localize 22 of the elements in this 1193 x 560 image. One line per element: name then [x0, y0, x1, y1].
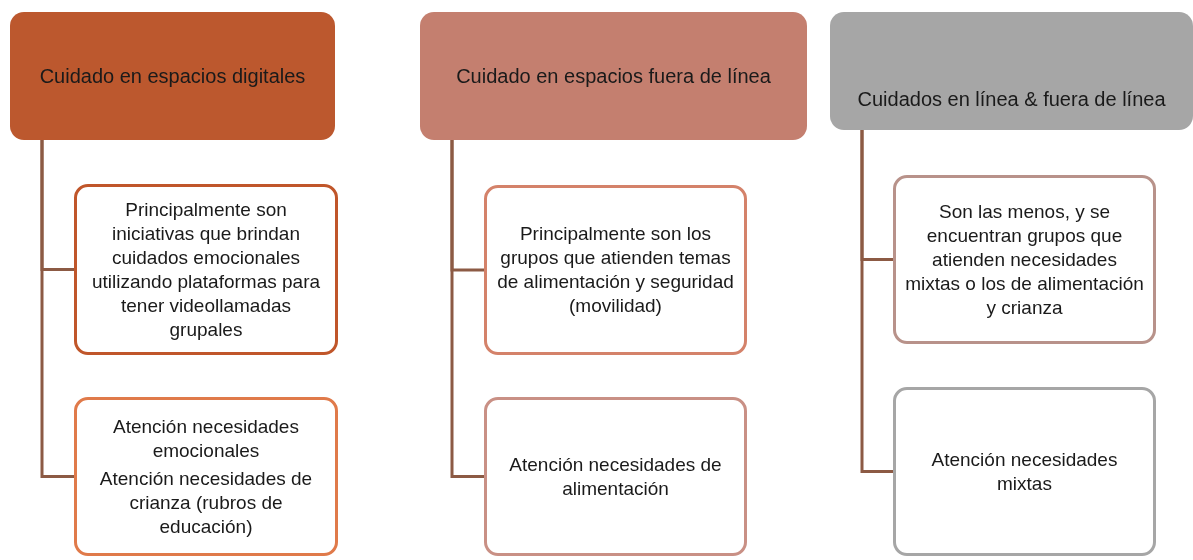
- category-header-box: [830, 12, 1193, 130]
- category-header-box: [10, 12, 335, 140]
- description-text: Atención necesidades emocionales: [112, 414, 300, 463]
- connector-line: [450, 140, 484, 478]
- header-text: Cuidado en espacios digitales: [38, 64, 307, 89]
- description-text: Son las menos, y se encuentran grupos que atienden necesidades mixtas o los de alimentación y crianza: [904, 199, 1145, 320]
- description-text: Atención necesidades de alimentación: [508, 452, 723, 501]
- connector-line: [860, 130, 893, 473]
- description-text: Principalmente son iniciativas que brindan cuidados emocionales utilizando plataformas para tener videollamadas grupales: [90, 197, 322, 342]
- header-text: Cuidados en línea & fuera de línea: [856, 87, 1167, 112]
- connector-line: [40, 140, 74, 478]
- description-box: [893, 387, 1156, 556]
- category-header-box: [420, 12, 807, 140]
- description-box: [74, 184, 338, 355]
- description-box: [484, 397, 747, 556]
- description-box: [484, 185, 747, 355]
- description-text: Atención necesidades de crianza (rubros de educación): [98, 466, 314, 539]
- header-text: Cuidado en espacios fuera de línea: [455, 64, 772, 89]
- description-text: Principalmente son los grupos que atienden temas de alimentación y seguridad (movilidad): [496, 222, 735, 318]
- description-text: Atención necesidades mixtas: [930, 447, 1119, 496]
- description-box: [74, 397, 338, 556]
- description-box: [893, 175, 1156, 344]
